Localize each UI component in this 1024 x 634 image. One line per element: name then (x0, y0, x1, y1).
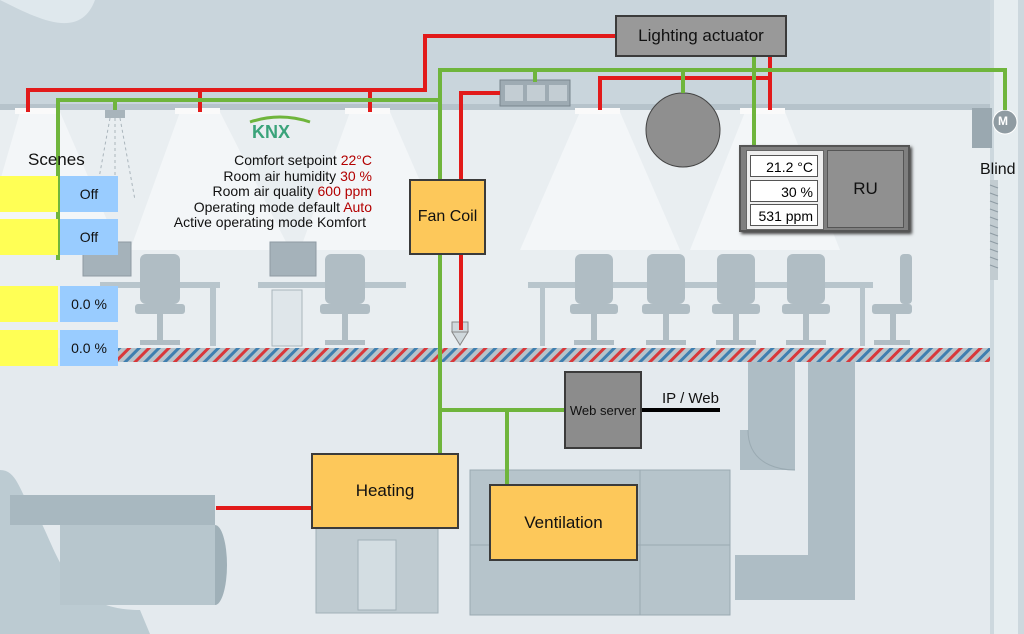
fan-coil-box[interactable]: Fan Coil (409, 179, 486, 255)
active-mode-row: Active operating mode Komfort (173, 214, 366, 231)
web-server-label: Web server (569, 402, 637, 418)
room-humidity-value: 30 % (750, 180, 818, 202)
fan-coil-label: Fan Coil (417, 208, 478, 225)
ip-web-label: IP / Web (662, 390, 719, 407)
ventilation-label: Ventilation (524, 512, 603, 532)
room-unit-button[interactable]: RU (827, 150, 904, 228)
knx-logo: KNX (249, 115, 311, 142)
scene-button-1[interactable]: Off (60, 176, 118, 212)
comfort-setpoint-row: Comfort setpoint 22°C (234, 152, 372, 168)
dimmer-indicator-1 (0, 286, 58, 322)
air-quality-value: 600 ppm (317, 183, 372, 200)
green-knx-bus (56, 56, 1007, 486)
mode-default-row: Operating mode default Auto (193, 198, 372, 215)
info-panel: Comfort setpoint 22°C Room air humidity … (140, 152, 372, 231)
room-air-quality-value: 531 ppm (750, 204, 818, 226)
scene-indicator-1 (0, 176, 58, 212)
lighting-actuator-box[interactable]: Lighting actuator (615, 15, 787, 57)
dimmer-indicator-2 (0, 330, 58, 366)
heating-label: Heating (355, 481, 415, 500)
humidity-row: Room air humidity 30 % (223, 167, 372, 184)
mode-default-value: Auto (343, 198, 372, 215)
room-unit-panel[interactable]: 21.2 °C 30 % 531 ppm RU (739, 145, 910, 232)
dimmer-value-2[interactable]: 0.0 % (60, 330, 118, 366)
blind-label: Blind (980, 161, 1016, 178)
scenes-label: Scenes (28, 150, 85, 169)
room-unit-display: 21.2 °C 30 % 531 ppm (746, 150, 824, 230)
blind-motor-icon[interactable]: M (998, 114, 1008, 128)
heating-box[interactable]: Heating (311, 453, 459, 529)
web-server-box[interactable]: Web server (564, 371, 642, 449)
air-quality-row: Room air quality 600 ppm (212, 183, 372, 200)
room-unit-label: RU (853, 179, 878, 198)
svg-text:KNX: KNX (252, 122, 290, 142)
dimmer-value-1[interactable]: 0.0 % (60, 286, 118, 322)
scene-indicator-2 (0, 219, 58, 255)
comfort-setpoint-value: 22°C (340, 152, 372, 168)
lighting-actuator-label: Lighting actuator (638, 26, 764, 45)
scene-button-2[interactable]: Off (60, 219, 118, 255)
room-temperature-value: 21.2 °C (750, 155, 818, 177)
ventilation-box[interactable]: Ventilation (489, 484, 638, 561)
humidity-value: 30 % (340, 167, 372, 184)
